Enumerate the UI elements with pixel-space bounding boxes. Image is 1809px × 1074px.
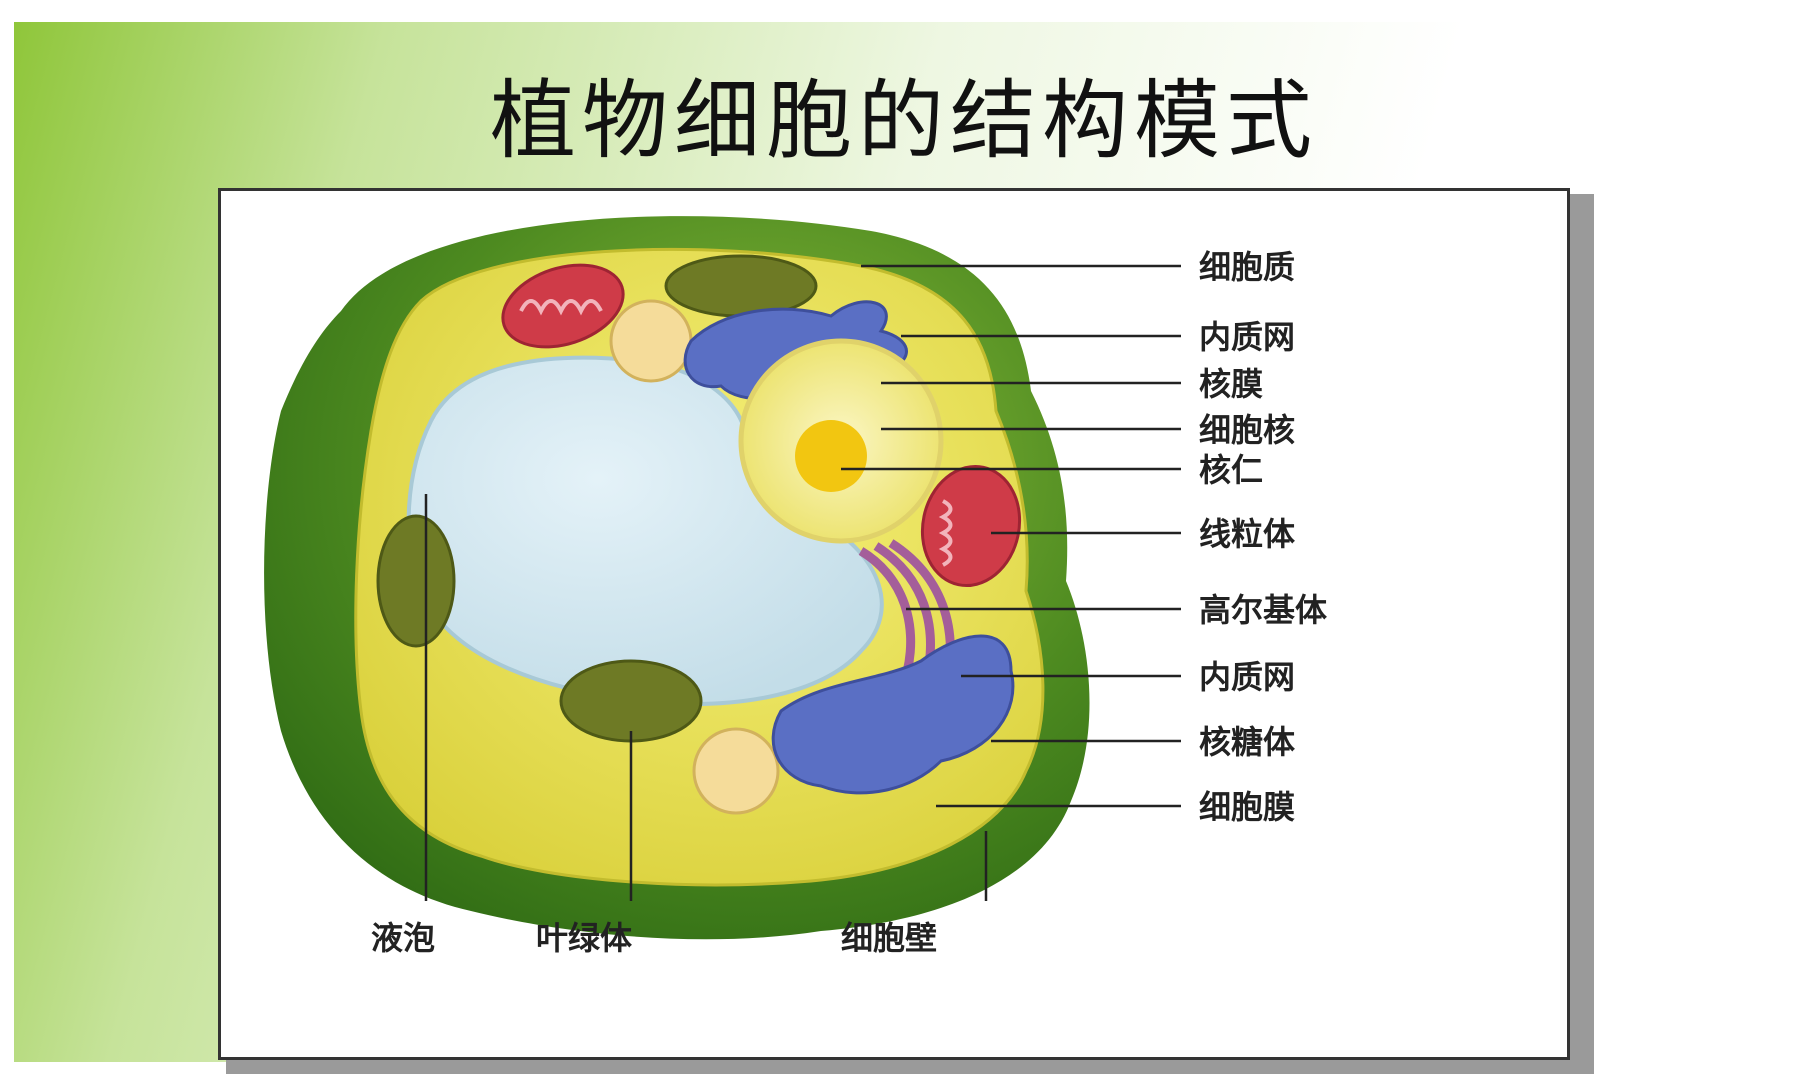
slide-title: 植物细胞的结构模式: [14, 50, 1794, 175]
slide-background: 植物细胞的结构模式: [14, 22, 1809, 1062]
label-mitochondrion: 线粒体: [1199, 515, 1295, 553]
chloroplast-shape: [561, 661, 701, 741]
label-nucleus: 细胞核: [1199, 411, 1295, 449]
vesicle-shape: [694, 729, 778, 813]
label-cytoplasm: 细胞质: [1199, 248, 1295, 286]
label-cell-membrane: 细胞膜: [1199, 788, 1295, 826]
label-ribosome: 核糖体: [1199, 723, 1295, 761]
nucleolus-shape: [795, 420, 867, 492]
chloroplast-shape: [666, 256, 816, 316]
label-nuclear-envelope: 核膜: [1199, 365, 1263, 403]
label-cell-wall: 细胞壁: [841, 919, 937, 957]
cell-diagram: 细胞质 内质网 核膜 细胞核 核仁 线粒体 高尔基体 内质网 核糖体 细胞膜 液…: [218, 188, 1570, 1060]
label-vacuole: 液泡: [371, 919, 435, 957]
chloroplast-shape: [378, 516, 454, 646]
vesicle-shape: [611, 301, 691, 381]
cell-illustration: 细胞质 内质网 核膜 细胞核 核仁 线粒体 高尔基体 内质网 核糖体 细胞膜 液…: [221, 191, 1567, 1057]
label-er-bottom: 内质网: [1199, 658, 1295, 696]
label-nucleolus: 核仁: [1199, 451, 1263, 489]
label-chloroplast: 叶绿体: [536, 919, 632, 957]
label-er-top: 内质网: [1199, 318, 1295, 356]
label-golgi: 高尔基体: [1199, 591, 1327, 629]
